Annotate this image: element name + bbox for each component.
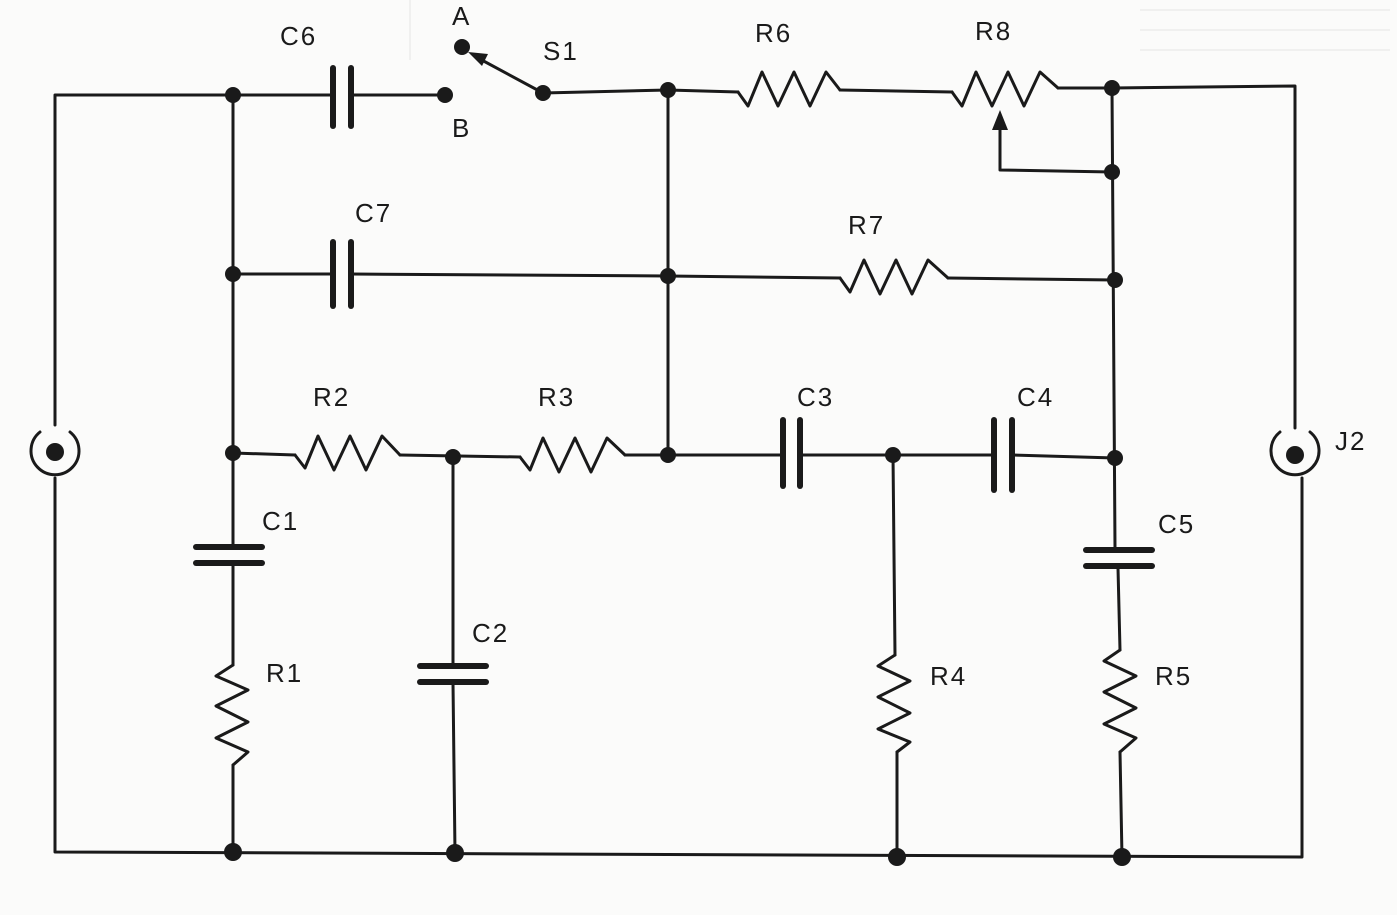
paper-texture <box>409 0 1390 60</box>
label-r8: R8 <box>975 16 1012 46</box>
junction-dot <box>446 844 464 862</box>
junction-dot <box>660 447 676 463</box>
junction-dot <box>1113 848 1131 866</box>
junction-dot <box>660 268 676 284</box>
capacitor-c4 <box>991 417 1015 493</box>
label-c6: C6 <box>280 21 317 51</box>
junction-dot <box>224 843 242 861</box>
junction-dot <box>1104 80 1120 96</box>
label-r1: R1 <box>266 658 303 688</box>
wire-c7-right <box>349 272 842 280</box>
junction-dot <box>445 449 461 465</box>
junction-dot <box>225 87 241 103</box>
switch-s1 <box>437 39 551 103</box>
capacitor-c5 <box>1083 547 1155 569</box>
label-c4: C4 <box>1017 382 1054 412</box>
wire-r7-right <box>946 276 1117 282</box>
output-jack-j2 <box>1269 430 1321 477</box>
label-c3: C3 <box>797 382 834 412</box>
wire-s1-out <box>541 88 740 95</box>
label-a: A <box>452 1 471 31</box>
junction-dot <box>888 848 906 866</box>
label-r4: R4 <box>930 661 967 691</box>
wire-r6-r8 <box>838 88 954 94</box>
resistor-r3 <box>518 436 627 474</box>
junction-dot <box>660 82 676 98</box>
wire-input-top <box>53 93 235 427</box>
resistor-r6 <box>736 70 842 108</box>
input-jack <box>29 430 81 477</box>
wire-c5-r5 <box>1116 566 1122 652</box>
wires <box>53 84 1304 859</box>
wire-right-bus <box>1110 86 1117 550</box>
junction-dot <box>1107 272 1123 288</box>
junction-dot <box>225 266 241 282</box>
wire-r4-top <box>891 453 897 657</box>
capacitor-c3 <box>780 417 803 489</box>
wire-c2-bottom <box>451 681 457 855</box>
label-j2: J2 <box>1335 426 1366 456</box>
label-b: B <box>452 113 471 143</box>
resistor-r7 <box>838 258 950 296</box>
wire-input-bottom <box>53 476 1304 859</box>
label-c5: C5 <box>1158 509 1195 539</box>
labels: C6 A B S1 R6 R8 C7 R7 R2 R3 C3 C4 J2 C1 … <box>262 1 1366 691</box>
wire-r2-left <box>231 451 297 457</box>
capacitor-c6 <box>330 65 354 129</box>
resistor-r2 <box>293 434 402 472</box>
label-r5: R5 <box>1155 661 1192 691</box>
label-c2: C2 <box>472 618 509 648</box>
label-r6: R6 <box>755 18 792 48</box>
r8-wiper-arrow <box>992 110 1008 130</box>
label-r3: R3 <box>538 382 575 412</box>
junction-dot <box>885 447 901 463</box>
wire-r5-bottom <box>1118 750 1124 859</box>
junction-dot <box>1104 164 1120 180</box>
label-r2: R2 <box>313 382 350 412</box>
label-r7: R7 <box>848 210 885 240</box>
resistor-r4 <box>876 653 912 754</box>
junction-dot <box>225 445 241 461</box>
wire-c4-right <box>1010 453 1117 460</box>
resistor-r5 <box>1102 648 1138 754</box>
capacitor-c1 <box>193 544 265 566</box>
wire-r8-right <box>1056 84 1297 430</box>
junction-dot <box>1107 450 1123 466</box>
label-s1: S1 <box>543 36 579 66</box>
label-c7: C7 <box>355 198 392 228</box>
resistor-r1 <box>214 663 250 767</box>
capacitor-c7 <box>330 239 354 309</box>
junction-dots <box>224 80 1131 866</box>
wire-r8-wiper <box>998 128 1114 174</box>
label-c1: C1 <box>262 506 299 536</box>
resistor-r8 <box>950 70 1060 108</box>
capacitor-c2 <box>417 663 489 685</box>
